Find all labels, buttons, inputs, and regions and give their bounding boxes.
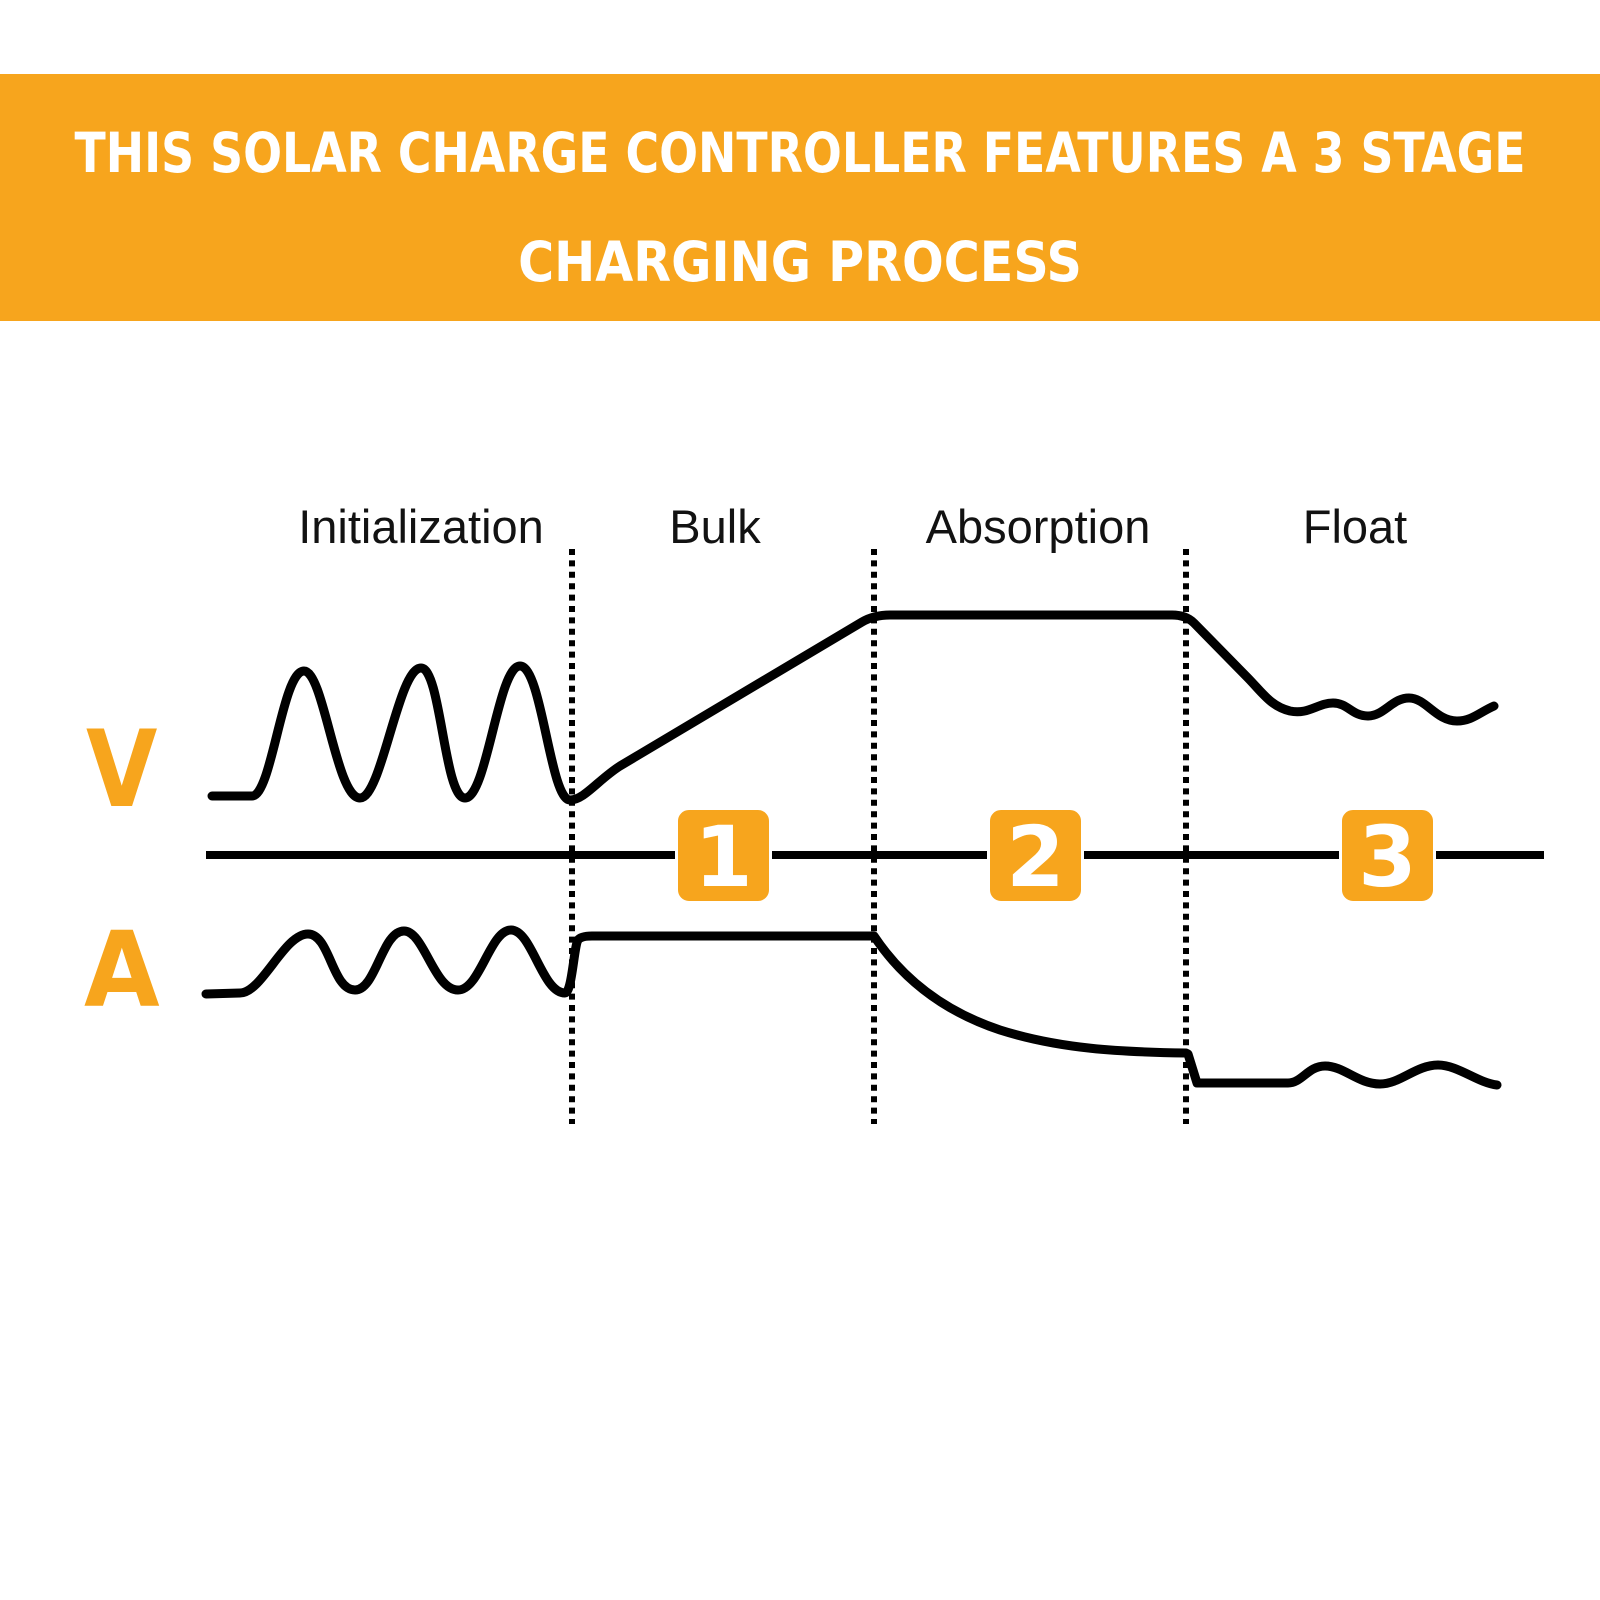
stage-badge-1: 1: [675, 807, 772, 904]
stage-badge-2-number: 2: [1006, 807, 1065, 906]
phase-label-bulk: Bulk: [669, 499, 761, 553]
phase-label-float: Float: [1302, 499, 1408, 553]
voltage-curve: [207, 610, 1499, 805]
phase-label-initialization: Initialization: [298, 499, 544, 553]
stage-badge-2: 2: [987, 807, 1084, 904]
voltage-axis-label: V: [86, 708, 158, 831]
phase-label-absorption: Absorption: [925, 499, 1151, 553]
stage-badge-3: 3: [1339, 807, 1436, 904]
stage-badge-1-number: 1: [694, 807, 753, 906]
headline-banner: THIS SOLAR CHARGE CONTROLLER FEATURES A …: [0, 74, 1600, 321]
stage-badge-3-number: 3: [1358, 807, 1417, 906]
phase-divider-lines: [569, 549, 1189, 1124]
banner-title-line2: CHARGING PROCESS: [518, 229, 1082, 294]
current-axis-label: A: [84, 909, 160, 1031]
current-curve: [201, 925, 1502, 1090]
banner-title-line1: THIS SOLAR CHARGE CONTROLLER FEATURES A …: [74, 120, 1526, 185]
